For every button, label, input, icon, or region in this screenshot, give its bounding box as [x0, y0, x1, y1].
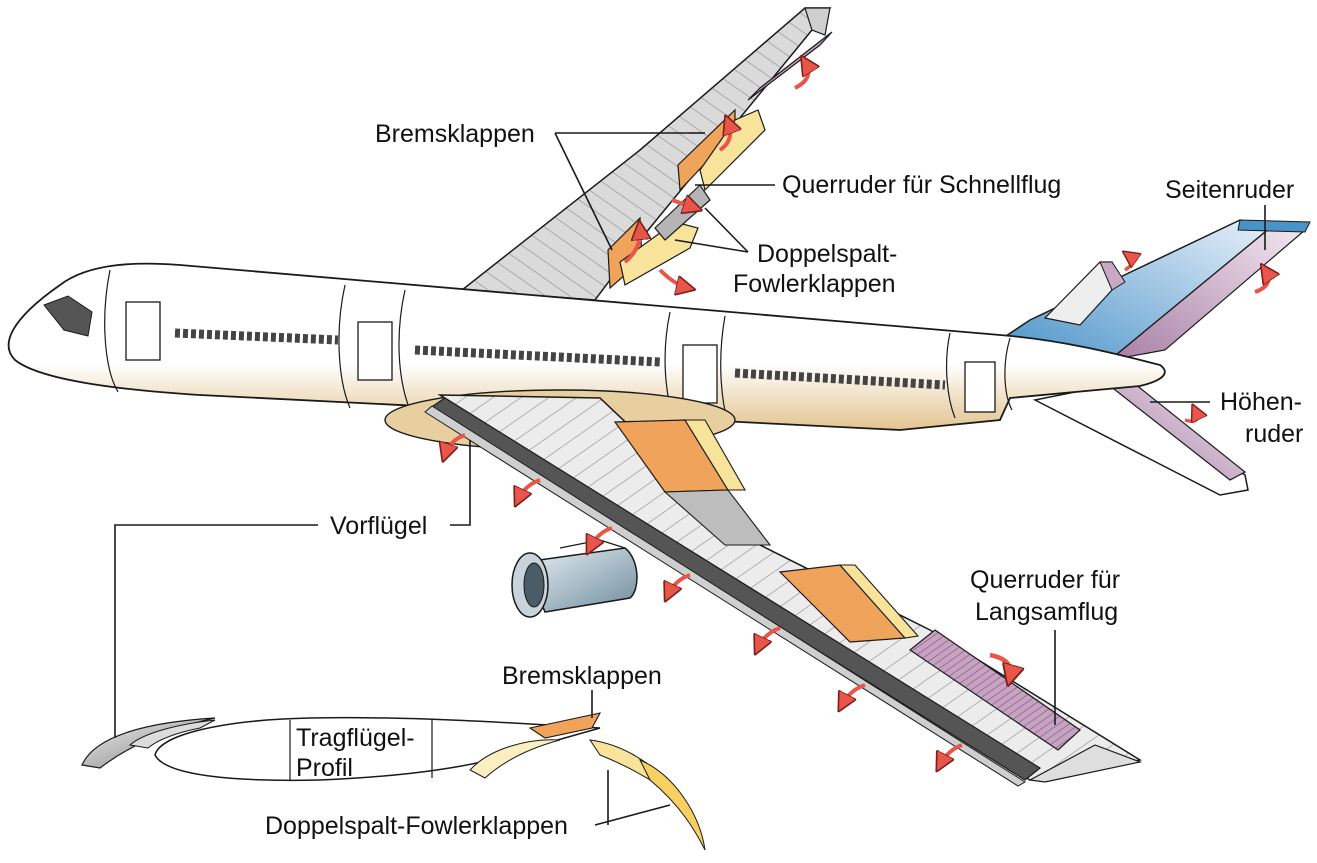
window-row-1 [174, 328, 339, 345]
door-4 [964, 361, 996, 413]
profile-main [154, 716, 601, 782]
engine [511, 539, 638, 618]
fin-tip [1237, 219, 1311, 233]
lower-wingtip [1028, 744, 1143, 783]
label-tragfluegel-2: Profil [296, 754, 353, 782]
profile-slat [81, 717, 216, 769]
fuselage [7, 262, 1166, 431]
label-seitenruder: Seitenruder [1165, 176, 1294, 204]
upper-aileron-slow [747, 31, 833, 101]
label-tragfluegel-1: Tragflügel- [296, 724, 415, 752]
lower-aileron-slow [908, 629, 1081, 751]
door-2 [357, 321, 393, 381]
cockpit-window [43, 295, 93, 337]
window-row-3 [734, 368, 946, 390]
profile-flap-1 [469, 739, 561, 779]
label-bremsklappen-profile: Bremsklappen [502, 662, 662, 690]
lower-flap-inner [684, 419, 746, 491]
window-row-2 [414, 345, 661, 367]
upper-wingtip [804, 7, 831, 36]
profile-flap-3 [638, 759, 706, 851]
label-querruder-langsam-2: Langsamflug [975, 598, 1118, 626]
upper-flap-outer [699, 109, 766, 192]
door-3 [682, 344, 718, 404]
tail [998, 219, 1311, 496]
label-querruder-langsam-1: Querruder für [970, 566, 1120, 594]
label-doppelspalt-top-2: Fowlerklappen [733, 270, 896, 298]
lower-flap-outer [838, 564, 920, 639]
label-querruder-schnellflug: Querruder für Schnellflug [782, 171, 1061, 199]
upper-wing [460, 7, 833, 301]
door-1 [125, 301, 161, 361]
labels: Bremsklappen Querruder für Schnellflug S… [265, 120, 1303, 840]
label-hoehenruder-2: ruder [1245, 420, 1303, 448]
leader-lines [114, 132, 1266, 826]
label-vorfluegel: Vorflügel [330, 512, 427, 540]
lower-aileron-fast [663, 489, 772, 546]
profile-spoiler [528, 712, 602, 739]
upper-flap-inner [619, 221, 699, 286]
label-bremsklappen-top: Bremsklappen [375, 120, 535, 148]
label-doppelspalt-top-1: Doppelspalt- [757, 240, 897, 268]
wing-profile [81, 712, 706, 851]
lower-wing [384, 389, 1143, 787]
label-hoehenruder-1: Höhen- [1220, 388, 1302, 416]
label-doppelspalt-profile: Doppelspalt-Fowlerklappen [265, 812, 568, 840]
